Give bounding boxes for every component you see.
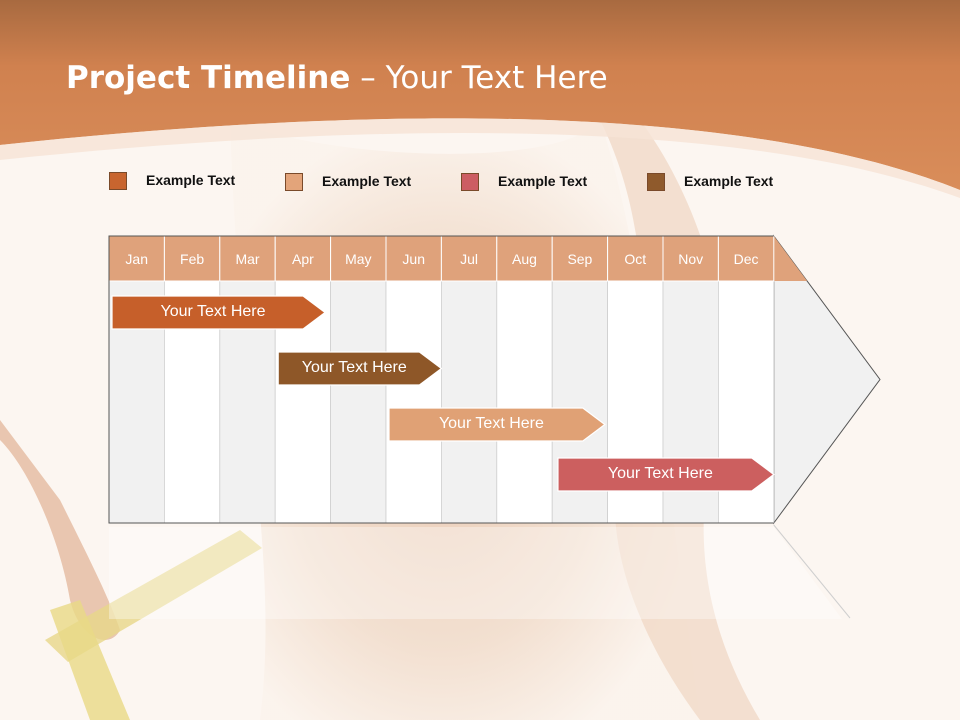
month-label: Sep: [567, 251, 592, 267]
task-label: Your Text Here: [160, 303, 266, 320]
month-label: Aug: [512, 251, 537, 267]
title-bold: Project Timeline: [66, 60, 351, 96]
task-arrow: [111, 295, 327, 330]
task-arrow: [557, 457, 775, 492]
legend-swatch: [647, 173, 665, 191]
task-label: Your Text Here: [607, 465, 713, 482]
month-label: Feb: [180, 251, 204, 267]
month-label: May: [345, 251, 371, 267]
timeline-outline: [108, 235, 774, 524]
task-arrow: [388, 407, 606, 442]
month-column: [440, 280, 498, 524]
reflection-line: [773, 524, 851, 619]
legend-label: Example Text: [146, 172, 236, 188]
task-arrow: [277, 351, 443, 386]
month-column: [385, 280, 442, 524]
month-label: Oct: [624, 251, 646, 267]
month-label: Mar: [235, 251, 259, 267]
month-header-cell: [385, 235, 442, 282]
month-label: Dec: [734, 251, 759, 267]
month-header-cell: [496, 235, 553, 282]
legend-label: Example Text: [684, 173, 774, 189]
month-column: [496, 280, 553, 524]
month-header-cell: [163, 235, 221, 282]
title-rest: – Your Text Here: [350, 60, 608, 96]
legend-label: Example Text: [322, 173, 412, 189]
month-label: Apr: [292, 251, 314, 267]
month-header-cell: [440, 235, 498, 282]
month-header-cell: [607, 235, 664, 282]
legend-swatch: [285, 173, 303, 191]
task-label: Your Text Here: [301, 359, 407, 376]
month-header-cell: [717, 235, 775, 282]
arrow-header-fill: [773, 236, 808, 281]
legend-swatch: [109, 172, 127, 190]
legend-swatch: [461, 173, 479, 191]
legend-label: Example Text: [498, 173, 588, 189]
month-label: Jun: [402, 251, 425, 267]
month-label: Jan: [125, 251, 148, 267]
month-header-cell: [662, 235, 719, 282]
task-label: Your Text Here: [438, 415, 544, 432]
month-label: Nov: [678, 251, 703, 267]
month-header-cell: [551, 235, 609, 282]
timeline-reflection: [109, 527, 842, 619]
month-label: Jul: [460, 251, 478, 267]
month-column: [330, 280, 387, 524]
slide-title: Project Timeline – Your Text Here: [66, 60, 608, 96]
